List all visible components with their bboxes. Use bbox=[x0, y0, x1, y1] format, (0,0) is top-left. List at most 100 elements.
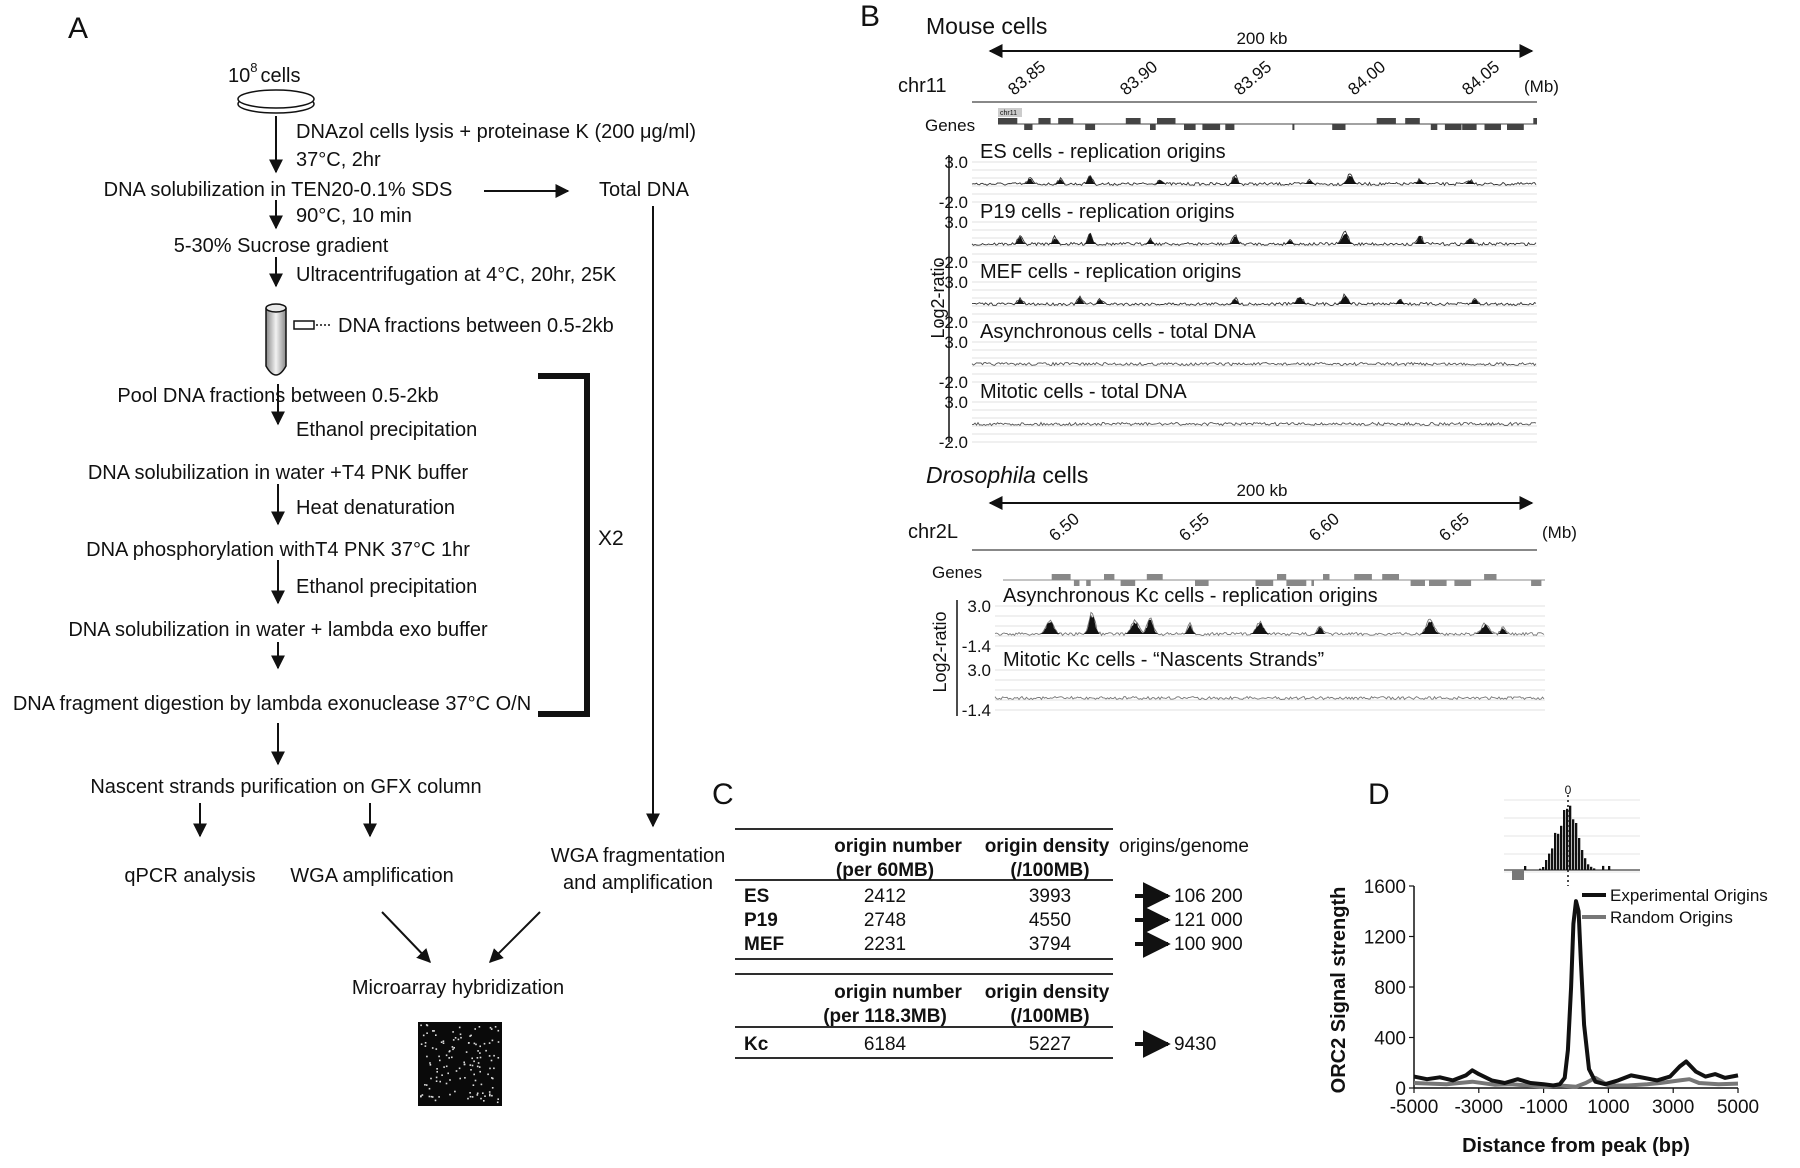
track-peak bbox=[1314, 627, 1326, 634]
row-p19-number: 2748 bbox=[864, 910, 906, 931]
array-spot bbox=[480, 1057, 482, 1059]
array-spot bbox=[479, 1046, 481, 1048]
gene-block bbox=[1225, 124, 1234, 130]
gene-block bbox=[1531, 580, 1541, 586]
array-spot bbox=[473, 1061, 475, 1063]
array-spot bbox=[477, 1057, 479, 1059]
gene-block bbox=[1445, 124, 1462, 130]
track-ymax: 3.0 bbox=[944, 273, 968, 292]
inset-bar bbox=[1551, 848, 1553, 870]
array-spot bbox=[452, 1031, 454, 1033]
track-peak bbox=[1304, 181, 1316, 184]
header1-density: origin density bbox=[985, 836, 1110, 857]
note-4: Ultracentrifugation at 4°C, 20hr, 25K bbox=[296, 264, 617, 286]
row-kc-name: Kc bbox=[744, 1034, 769, 1055]
array-spot bbox=[477, 1050, 479, 1052]
mouse-tracks: 3.0-2.0ES cells - replication origins3.0… bbox=[939, 141, 1537, 452]
array-spot bbox=[446, 1055, 448, 1057]
array-spot bbox=[448, 1057, 450, 1059]
array-spot bbox=[426, 1056, 428, 1058]
x-tick-label: 3000 bbox=[1652, 1097, 1694, 1118]
tick-label: 83.90 bbox=[1116, 57, 1161, 99]
y-tick-label: 400 bbox=[1374, 1029, 1406, 1050]
array-spot bbox=[433, 1030, 435, 1032]
panel-d-orc2-chart: D 0 040080012001600 -5000-3000-100010003… bbox=[1328, 778, 1768, 1157]
array-spot bbox=[498, 1030, 500, 1032]
array-spot bbox=[425, 1042, 427, 1044]
array-spot bbox=[470, 1035, 472, 1037]
row-es-name: ES bbox=[744, 886, 769, 907]
tick-label: 6.50 bbox=[1045, 509, 1083, 545]
signal-track: 3.0-1.4Asynchronous Kc cells - replicati… bbox=[962, 585, 1545, 656]
panel-d-letter: D bbox=[1368, 778, 1390, 811]
array-spot bbox=[436, 1071, 438, 1073]
array-spot bbox=[493, 1068, 495, 1070]
gene-block bbox=[1382, 574, 1399, 580]
array-spot bbox=[422, 1094, 424, 1096]
track-peak bbox=[1229, 299, 1241, 304]
track-ymin: -1.4 bbox=[962, 701, 991, 720]
array-spot bbox=[436, 1080, 438, 1082]
array-spot bbox=[429, 1062, 431, 1064]
array-spot bbox=[492, 1087, 494, 1089]
array-spot bbox=[470, 1064, 472, 1066]
note-2: 37°C, 2hr bbox=[296, 149, 381, 171]
d-x-label: Distance from peak (bp) bbox=[1462, 1135, 1690, 1157]
array-spot bbox=[489, 1055, 491, 1057]
array-spot bbox=[420, 1095, 422, 1097]
inset-bar bbox=[1575, 823, 1577, 870]
track-ymax: 3.0 bbox=[944, 333, 968, 352]
gene-block bbox=[1126, 118, 1141, 124]
panel-b-genome-browser: B Mouse cells 200 kb chr11 (Mb) 83.8583.… bbox=[860, 0, 1577, 720]
step-10: WGA amplification bbox=[290, 865, 453, 887]
array-spot bbox=[451, 1057, 453, 1059]
row-es-genome: 106 200 bbox=[1174, 886, 1243, 907]
array-spot bbox=[459, 1078, 461, 1080]
track-peak bbox=[1394, 299, 1406, 304]
microarray-image bbox=[418, 1022, 502, 1106]
track-peak bbox=[1414, 179, 1426, 184]
drosophila-unit: (Mb) bbox=[1542, 523, 1577, 542]
tick-label: 6.60 bbox=[1305, 509, 1343, 545]
gene-block bbox=[1354, 574, 1372, 580]
array-spot bbox=[446, 1083, 448, 1085]
tick-label: 83.95 bbox=[1230, 57, 1275, 99]
series-random-origins bbox=[1414, 1078, 1738, 1087]
gene-chip-label: chr11 bbox=[1000, 110, 1017, 117]
tick-label: 6.65 bbox=[1435, 509, 1473, 545]
tick-label: 6.55 bbox=[1175, 509, 1213, 545]
panel-c-letter: C bbox=[712, 778, 734, 811]
array-spot bbox=[455, 1037, 457, 1039]
array-spot bbox=[485, 1050, 487, 1052]
array-spot bbox=[477, 1066, 479, 1068]
array-spot bbox=[449, 1051, 451, 1053]
array-spot bbox=[429, 1096, 431, 1098]
array-spot bbox=[477, 1094, 479, 1096]
step-5: DNA phosphorylation withT4 PNK 37°C 1hr bbox=[86, 539, 470, 561]
array-spot bbox=[435, 1034, 437, 1036]
step-2: 5-30% Sucrose gradient bbox=[174, 235, 389, 257]
wga-fragmentation-line2: and amplification bbox=[563, 872, 713, 894]
gene-block bbox=[1292, 124, 1294, 130]
gene-block bbox=[1277, 574, 1286, 580]
mouse-chromosome: chr11 bbox=[898, 75, 947, 97]
track-ymin: -1.4 bbox=[962, 637, 991, 656]
gene-block bbox=[1150, 124, 1156, 130]
gene-block bbox=[1405, 118, 1420, 124]
array-spot bbox=[443, 1066, 445, 1068]
row-mef-number: 2231 bbox=[864, 934, 906, 955]
x-tick-label: -3000 bbox=[1454, 1097, 1503, 1118]
legend-random: Random Origins bbox=[1610, 908, 1733, 927]
array-spot bbox=[495, 1026, 497, 1028]
track-ymax: 3.0 bbox=[967, 661, 991, 680]
inset-bar bbox=[1548, 854, 1550, 870]
inset-bar bbox=[1572, 819, 1574, 870]
array-spot bbox=[468, 1042, 470, 1044]
drosophila-tick-labels: 6.50 6.55 6.60 6.65 bbox=[1045, 509, 1473, 545]
row-es-density: 3993 bbox=[1029, 886, 1071, 907]
gene-block bbox=[1202, 124, 1220, 130]
track-title: P19 cells - replication origins bbox=[980, 201, 1235, 223]
array-spot bbox=[475, 1080, 477, 1082]
array-spot bbox=[472, 1065, 474, 1067]
